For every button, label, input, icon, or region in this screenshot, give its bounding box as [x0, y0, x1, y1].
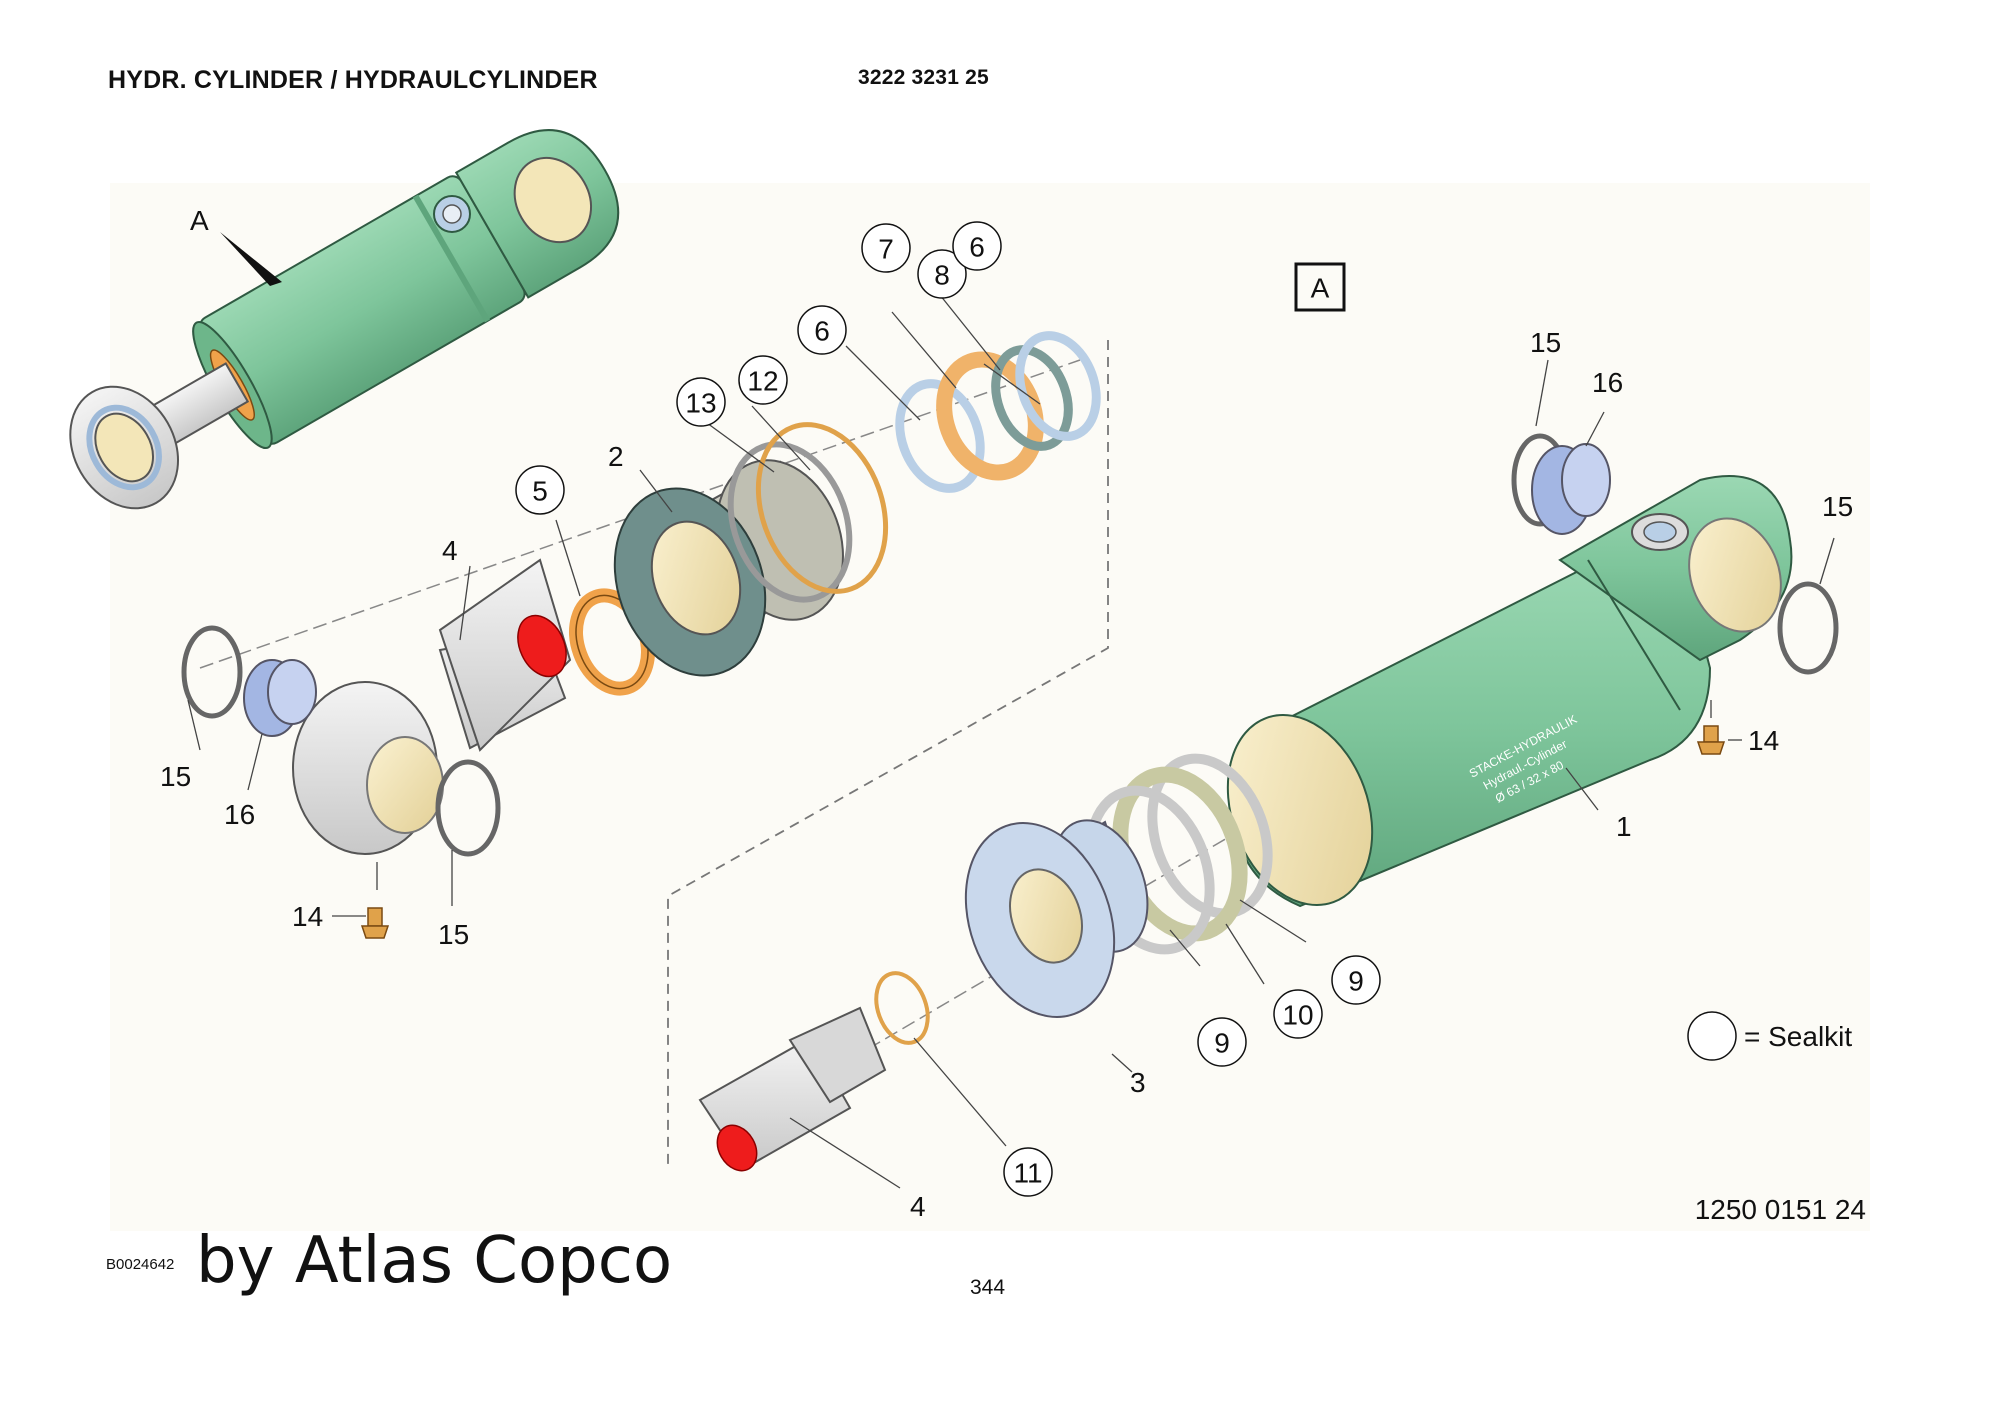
callout-5: 5 — [532, 476, 548, 507]
leader-lines — [187, 289, 1835, 1189]
sealkit-circles — [515, 221, 1381, 1197]
circlip-left-inner — [435, 759, 501, 857]
callout-16-left: 16 — [224, 799, 255, 830]
callout-6-rear: 6 — [969, 232, 985, 263]
callout-15-left-inner: 15 — [438, 919, 469, 950]
piston — [964, 819, 1149, 1018]
cylinder-gland — [613, 459, 844, 677]
o-ring-12 — [755, 422, 889, 594]
callout-4-lower: 4 — [910, 1191, 926, 1222]
callout-10: 10 — [1282, 1000, 1313, 1031]
ring-8 — [991, 345, 1073, 451]
overview-cylinder — [69, 129, 620, 510]
guide-ring-6-front — [895, 379, 985, 493]
circlip-right-side — [1777, 581, 1839, 675]
callout-15-right-side: 15 — [1822, 491, 1853, 522]
callout-15-right-top: 15 — [1530, 327, 1561, 358]
callout-2: 2 — [608, 441, 624, 472]
callout-13: 13 — [685, 388, 716, 419]
o-ring-11 — [874, 971, 930, 1045]
grease-nipple-left — [360, 907, 390, 939]
callout-11: 11 — [1013, 1158, 1042, 1189]
circlip-left-outer — [181, 625, 243, 719]
callout-1: 1 — [1616, 811, 1632, 842]
callout-14-left: 14 — [292, 901, 323, 932]
view-arrow-icon — [220, 232, 282, 286]
callout-4-upper: 4 — [442, 535, 458, 566]
view-a-label: A — [1311, 273, 1330, 304]
rod-eye — [292, 558, 572, 855]
sealkit-legend-circle — [1687, 1011, 1737, 1061]
eye-ball-bearing-right — [1531, 443, 1611, 535]
callout-6-front: 6 — [814, 316, 830, 347]
page-number: 344 — [970, 1276, 1006, 1299]
assembly-outline — [667, 340, 1109, 1164]
cylinder-barrel: STACKE-HYDRAULIK Hydraul.-Cylinder Ø 63 … — [1226, 475, 1793, 908]
piston-rod-end — [698, 1006, 887, 1172]
part-number: 3222 3231 25 — [858, 66, 989, 89]
view-arrow-label: A — [190, 205, 209, 236]
callout-3: 3 — [1130, 1067, 1146, 1098]
callout-15-left-outer: 15 — [160, 761, 191, 792]
callout-14-right: 14 — [1748, 725, 1779, 756]
figure-code: B0024642 — [106, 1256, 175, 1273]
wiper-13 — [727, 441, 853, 603]
page-title: HYDR. CYLINDER / HYDRAULCYLINDER — [108, 66, 598, 94]
callout-9-rear: 9 — [1348, 966, 1364, 997]
callout-7: 7 — [878, 234, 894, 265]
sealkit-legend-text: = Sealkit — [1744, 1021, 1852, 1052]
seal-7 — [936, 351, 1044, 481]
callout-8: 8 — [934, 260, 950, 291]
eye-ball-bearing-left — [243, 659, 317, 737]
callout-16-right: 16 — [1592, 367, 1623, 398]
brand-text: by Atlas Copco — [196, 1224, 673, 1298]
view-a-box — [1294, 262, 1346, 312]
callout-9-front: 9 — [1214, 1028, 1230, 1059]
callout-12: 12 — [747, 366, 778, 397]
document-number: 1250 0151 24 — [1694, 1194, 1866, 1225]
grease-nipple-right — [1696, 725, 1726, 755]
guide-ring-6-rear — [1015, 331, 1101, 441]
